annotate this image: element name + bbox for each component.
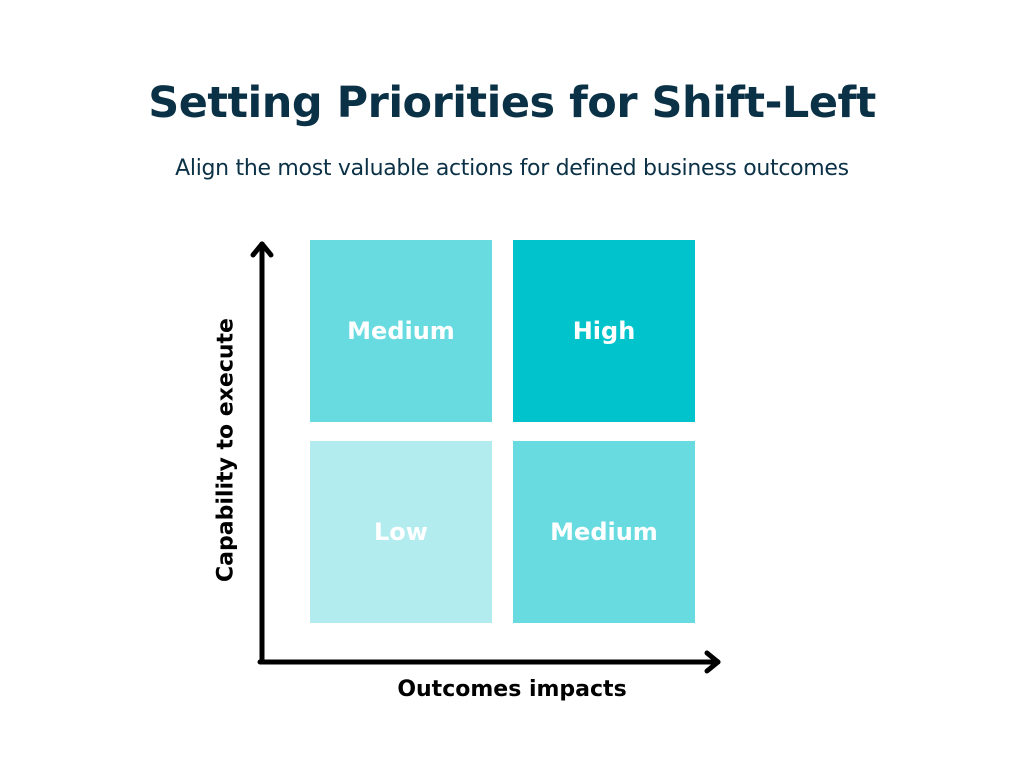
y-axis-arrow-icon	[250, 241, 274, 665]
quadrant-top-right: High	[513, 240, 695, 422]
quadrant-label: High	[572, 317, 636, 345]
page-title: Setting Priorities for Shift-Left	[148, 78, 876, 128]
y-axis-label: Capability to execute	[213, 318, 239, 582]
quadrant-label: Low	[374, 518, 428, 546]
quadrant-top-left: Medium	[310, 240, 492, 422]
x-axis-label: Outcomes impacts	[397, 677, 627, 702]
quadrant-bottom-right: Medium	[513, 441, 695, 623]
x-axis-arrow-icon	[257, 650, 721, 674]
quadrant-bottom-left: Low	[310, 441, 492, 623]
quadrant-label: Medium	[347, 317, 455, 345]
quadrant-label: Medium	[550, 518, 658, 546]
page-subtitle: Align the most valuable actions for defi…	[175, 156, 849, 181]
